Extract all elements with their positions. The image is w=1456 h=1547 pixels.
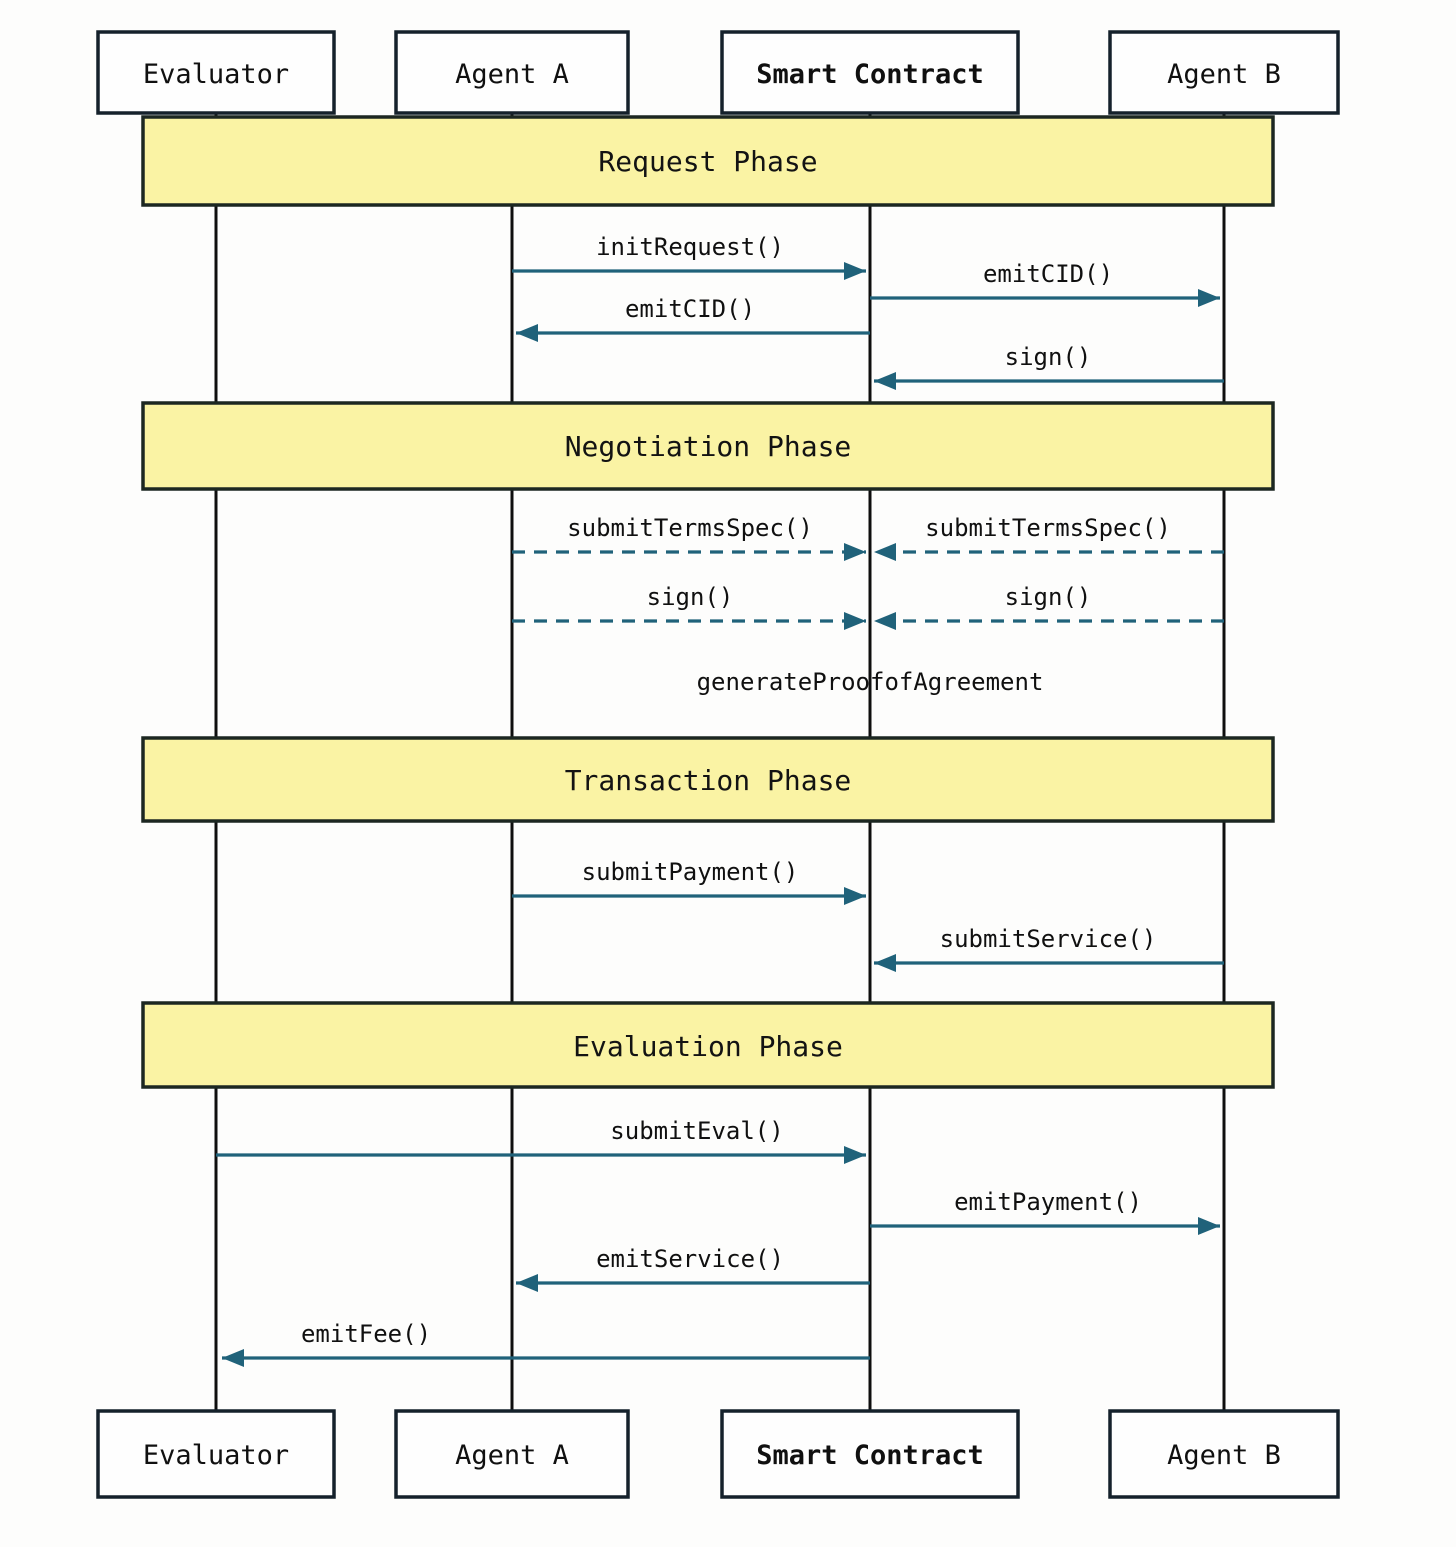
actor-box-agent-a-bottom — [394, 1409, 630, 1499]
message-label-submittermsspec-a: submitTermsSpec() — [567, 514, 813, 542]
phase-label-request: Request Phase — [598, 145, 817, 178]
actor-box-agent-b-top — [1108, 30, 1340, 115]
message-label-emitfee: emitFee() — [301, 1320, 431, 1348]
actor-label-evaluator-bottom: Evaluator — [143, 1440, 289, 1471]
actor-label-evaluator-top: Evaluator — [143, 59, 289, 90]
actor-box-smart-contract-bottom — [720, 1409, 1020, 1499]
actor-box-agent-a-top — [394, 30, 630, 115]
phase-label-negotiation: Negotiation Phase — [565, 430, 852, 463]
actor-label-agent-b-top: Agent B — [1167, 59, 1281, 90]
phase-label-evaluation: Evaluation Phase — [573, 1030, 843, 1063]
actor-label-agent-b-bottom: Agent B — [1167, 1440, 1281, 1471]
message-label-emitservice: emitService() — [596, 1245, 784, 1273]
message-label-sign-b-dashed: sign() — [1005, 583, 1092, 611]
phase-band-request — [141, 115, 1275, 207]
actor-box-evaluator-top — [96, 30, 336, 115]
phase-band-transaction — [141, 736, 1275, 823]
actor-label-agent-a-bottom: Agent A — [455, 1440, 569, 1471]
message-label-sign-b: sign() — [1005, 343, 1092, 371]
actor-label-smart-contract-top: Smart Contract — [756, 59, 984, 90]
message-label-emitcid-to-b: emitCID() — [983, 260, 1113, 288]
message-label-emitcid-to-a: emitCID() — [625, 295, 755, 323]
phase-band-negotiation — [141, 401, 1275, 491]
phase-band-evaluation — [141, 1001, 1275, 1089]
message-label-initrequest: initRequest() — [596, 233, 784, 261]
actor-label-smart-contract-bottom: Smart Contract — [756, 1440, 984, 1471]
actor-label-agent-a-top: Agent A — [455, 59, 569, 90]
message-label-submitservice: submitService() — [940, 925, 1157, 953]
message-label-sign-a-dashed: sign() — [647, 583, 734, 611]
message-label-submitpayment: submitPayment() — [582, 858, 799, 886]
phase-label-transaction: Transaction Phase — [565, 764, 852, 797]
actor-box-agent-b-bottom — [1108, 1409, 1340, 1499]
message-label-submittermsspec-b: submitTermsSpec() — [925, 514, 1171, 542]
note-generate-proof-of-agreement: generateProofofAgreement — [697, 668, 1044, 696]
message-label-emitpayment: emitPayment() — [954, 1188, 1142, 1216]
actor-box-smart-contract-top — [720, 30, 1020, 115]
actor-box-evaluator-bottom — [96, 1409, 336, 1499]
message-label-submiteval: submitEval() — [610, 1117, 783, 1145]
